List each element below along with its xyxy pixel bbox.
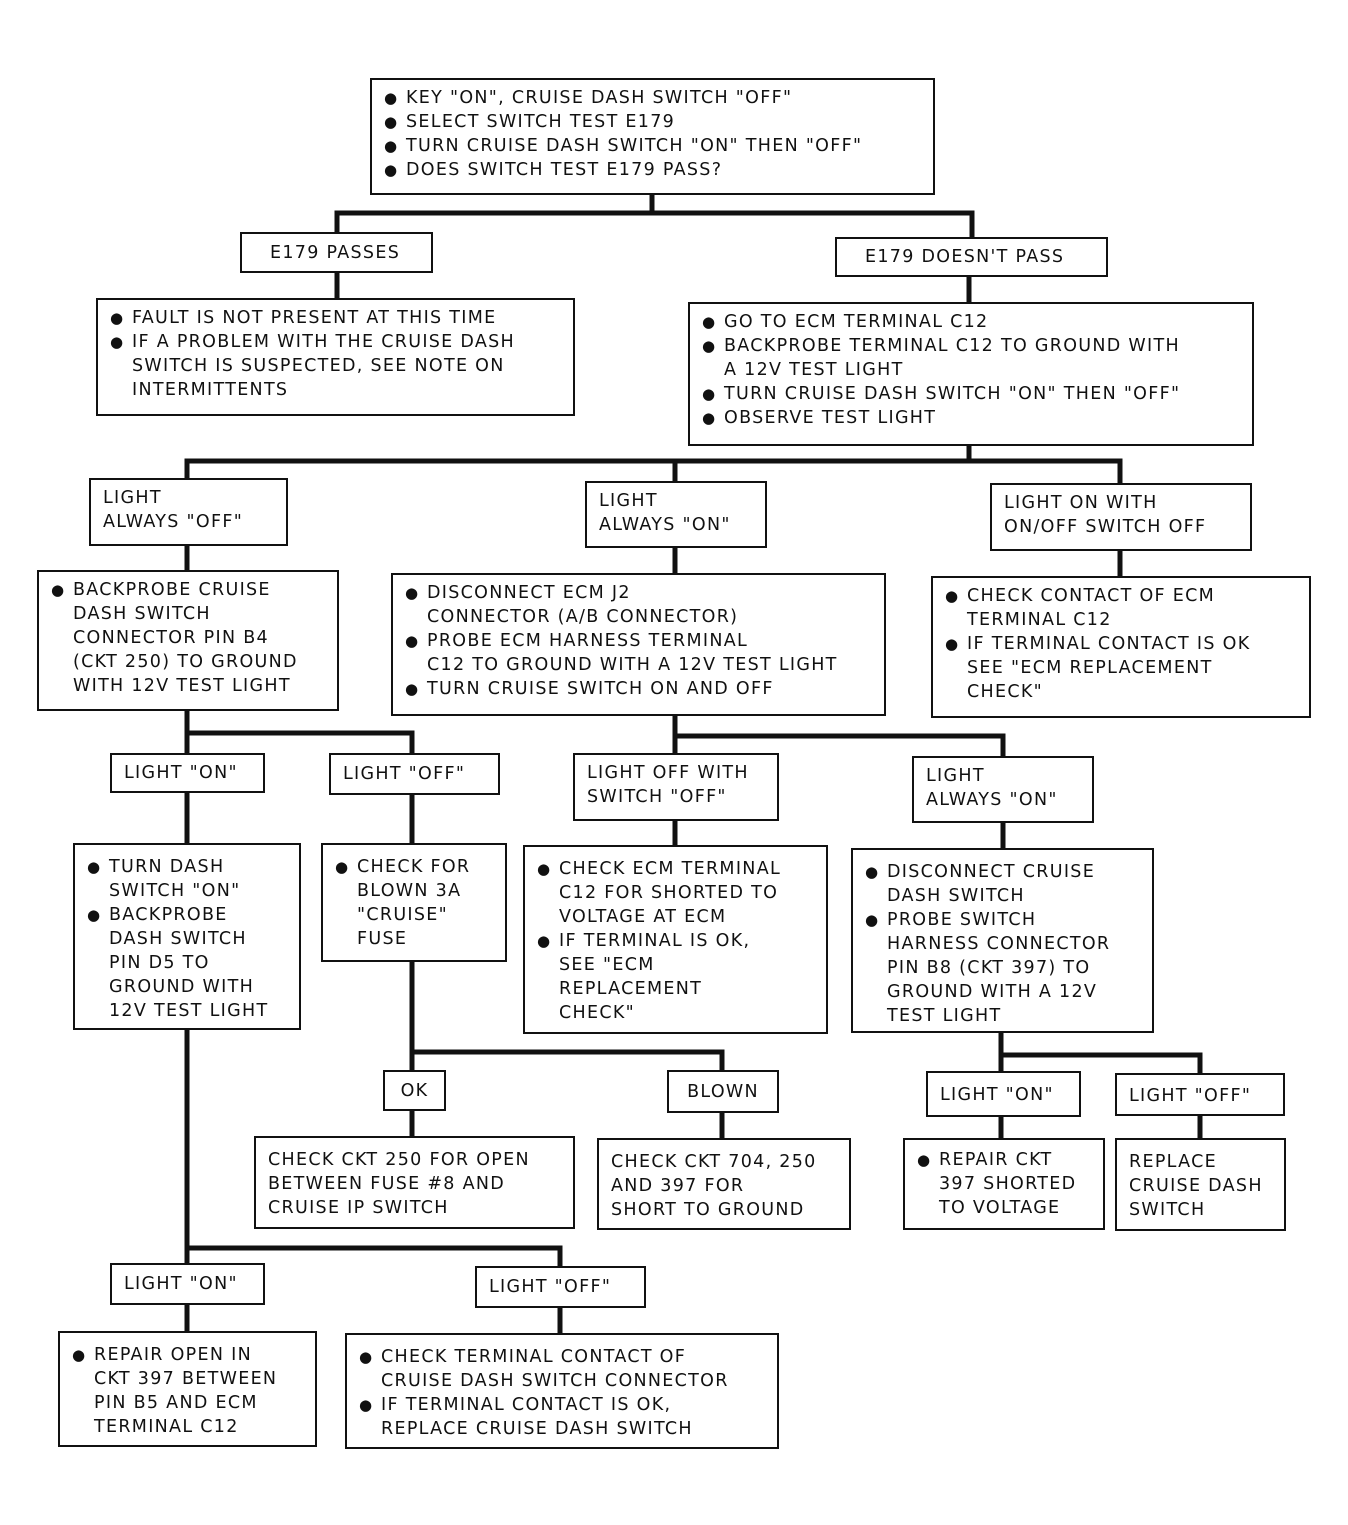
fault-not-present-box: FAULT IS NOT PRESENT AT THIS TIME IF A P… xyxy=(96,298,575,416)
check-terminal-contact-list: CHECK TERMINAL CONTACT OF CRUISE DASH SW… xyxy=(359,1345,767,1441)
go-to-ecm-list: GO TO ECM TERMINAL C12 BACKPROBE TERMINA… xyxy=(702,310,1242,430)
branch-label-text: E179 PASSES xyxy=(270,243,401,263)
branch-label-text: LIGHT "OFF" xyxy=(489,1277,612,1297)
disconnect-dash-switch-box: DISCONNECT CRUISE DASH SWITCH PROBE SWIT… xyxy=(851,848,1154,1033)
turn-dash-switch-box: TURN DASH SWITCH "ON" BACKPROBE DASH SWI… xyxy=(73,843,301,1030)
branch-label-text: OK xyxy=(400,1081,429,1101)
list-item: SELECT SWITCH TEST E179 xyxy=(384,110,923,134)
branch-label-text: LIGHT "ON" xyxy=(940,1085,1054,1105)
disconnect-j2-list: DISCONNECT ECM J2 CONNECTOR (A/B CONNECT… xyxy=(405,581,874,701)
light-always-on-2-label: LIGHT ALWAYS "ON" xyxy=(912,756,1094,823)
list-item: TURN CRUISE SWITCH ON AND OFF xyxy=(405,677,874,701)
repair-open-397-list: REPAIR OPEN IN CKT 397 BETWEEN PIN B5 AN… xyxy=(72,1343,305,1439)
branch-label-text: E179 DOESN'T PASS xyxy=(865,247,1065,267)
check-contact-c12-list: CHECK CONTACT OF ECM TERMINAL C12 IF TER… xyxy=(945,584,1299,704)
b8-light-on-label: LIGHT "ON" xyxy=(926,1071,1081,1117)
backprobe-b4-box: BACKPROBE CRUISE DASH SWITCH CONNECTOR P… xyxy=(37,570,339,711)
list-item: CHECK CONTACT OF ECM TERMINAL C12 xyxy=(945,584,1299,632)
list-item: TURN CRUISE DASH SWITCH "ON" THEN "OFF" xyxy=(384,134,923,158)
light-off-switch-off-label: LIGHT OFF WITH SWITCH "OFF" xyxy=(573,753,779,821)
list-item: REPAIR CKT 397 SHORTED TO VOLTAGE xyxy=(917,1148,1093,1220)
check-ckt-250-box: CHECK CKT 250 FOR OPEN BETWEEN FUSE #8 A… xyxy=(254,1136,575,1229)
e179-doesnt-pass-label: E179 DOESN'T PASS xyxy=(835,237,1108,277)
fuse-ok-label: OK xyxy=(383,1070,446,1111)
d5-light-off-label: LIGHT "OFF" xyxy=(475,1266,646,1308)
list-item: IF TERMINAL IS OK, SEE "ECM REPLACEMENT … xyxy=(537,929,816,1025)
replace-dash-switch-box: REPLACE CRUISE DASH SWITCH xyxy=(1115,1138,1286,1231)
branch-label-text: LIGHT ALWAYS "OFF" xyxy=(103,488,244,532)
branch-label-text: LIGHT OFF WITH SWITCH "OFF" xyxy=(587,763,749,807)
list-item: TURN DASH SWITCH "ON" xyxy=(87,855,289,903)
start-step-box: KEY "ON", CRUISE DASH SWITCH "OFF" SELEC… xyxy=(370,78,935,195)
check-contact-c12-box: CHECK CONTACT OF ECM TERMINAL C12 IF TER… xyxy=(931,576,1311,718)
b4-light-off-label: LIGHT "OFF" xyxy=(329,753,500,795)
check-terminal-contact-box: CHECK TERMINAL CONTACT OF CRUISE DASH SW… xyxy=(345,1333,779,1449)
list-item: CHECK ECM TERMINAL C12 FOR SHORTED TO VO… xyxy=(537,857,816,929)
fuse-blown-label: BLOWN xyxy=(667,1070,779,1113)
start-step-list: KEY "ON", CRUISE DASH SWITCH "OFF" SELEC… xyxy=(384,86,923,182)
check-fuse-list: CHECK FOR BLOWN 3A "CRUISE" FUSE xyxy=(335,855,495,951)
branch-label-text: LIGHT "OFF" xyxy=(343,764,466,784)
check-fuse-box: CHECK FOR BLOWN 3A "CRUISE" FUSE xyxy=(321,843,507,962)
branch-label-text: LIGHT ALWAYS "ON" xyxy=(599,491,731,535)
light-on-switch-off-label: LIGHT ON WITH ON/OFF SWITCH OFF xyxy=(990,483,1252,551)
e179-passes-label: E179 PASSES xyxy=(240,232,433,273)
list-item: TURN CRUISE DASH SWITCH "ON" THEN "OFF" xyxy=(702,382,1242,406)
list-item: KEY "ON", CRUISE DASH SWITCH "OFF" xyxy=(384,86,923,110)
b8-light-off-label: LIGHT "OFF" xyxy=(1115,1073,1285,1116)
backprobe-b4-list: BACKPROBE CRUISE DASH SWITCH CONNECTOR P… xyxy=(51,578,327,698)
list-item: FAULT IS NOT PRESENT AT THIS TIME xyxy=(110,306,563,330)
list-item: CHECK TERMINAL CONTACT OF CRUISE DASH SW… xyxy=(359,1345,767,1393)
list-item: IF TERMINAL CONTACT IS OK, REPLACE CRUIS… xyxy=(359,1393,767,1441)
d5-light-on-label: LIGHT "ON" xyxy=(110,1263,265,1305)
list-item: IF TERMINAL CONTACT IS OK SEE "ECM REPLA… xyxy=(945,632,1299,704)
repair-open-397-box: REPAIR OPEN IN CKT 397 BETWEEN PIN B5 AN… xyxy=(58,1331,317,1447)
repair-397-shorted-box: REPAIR CKT 397 SHORTED TO VOLTAGE xyxy=(903,1138,1105,1230)
turn-dash-switch-list: TURN DASH SWITCH "ON" BACKPROBE DASH SWI… xyxy=(87,855,289,1023)
disconnect-dash-switch-list: DISCONNECT CRUISE DASH SWITCH PROBE SWIT… xyxy=(865,860,1142,1028)
branch-label-text: LIGHT "ON" xyxy=(124,763,238,783)
list-item: BACKPROBE DASH SWITCH PIN D5 TO GROUND W… xyxy=(87,903,289,1023)
check-ecm-shorted-box: CHECK ECM TERMINAL C12 FOR SHORTED TO VO… xyxy=(523,845,828,1034)
list-item: OBSERVE TEST LIGHT xyxy=(702,406,1242,430)
repair-397-shorted-list: REPAIR CKT 397 SHORTED TO VOLTAGE xyxy=(917,1148,1093,1220)
check-ckt-704-box: CHECK CKT 704, 250 AND 397 FOR SHORT TO … xyxy=(597,1138,851,1230)
branch-label-text: BLOWN xyxy=(687,1082,759,1102)
light-always-on-label: LIGHT ALWAYS "ON" xyxy=(585,481,767,548)
list-item: BACKPROBE CRUISE DASH SWITCH CONNECTOR P… xyxy=(51,578,327,698)
check-ecm-shorted-list: CHECK ECM TERMINAL C12 FOR SHORTED TO VO… xyxy=(537,857,816,1025)
step-text: CHECK CKT 250 FOR OPEN BETWEEN FUSE #8 A… xyxy=(268,1150,530,1218)
list-item: CHECK FOR BLOWN 3A "CRUISE" FUSE xyxy=(335,855,495,951)
step-text: CHECK CKT 704, 250 AND 397 FOR SHORT TO … xyxy=(611,1152,817,1220)
light-always-off-label: LIGHT ALWAYS "OFF" xyxy=(89,478,288,546)
branch-label-text: LIGHT "OFF" xyxy=(1129,1086,1252,1106)
branch-label-text: LIGHT ON WITH ON/OFF SWITCH OFF xyxy=(1004,493,1207,537)
branch-label-text: LIGHT ALWAYS "ON" xyxy=(926,766,1058,810)
go-to-ecm-box: GO TO ECM TERMINAL C12 BACKPROBE TERMINA… xyxy=(688,302,1254,446)
branch-label-text: LIGHT "ON" xyxy=(124,1274,238,1294)
list-item: REPAIR OPEN IN CKT 397 BETWEEN PIN B5 AN… xyxy=(72,1343,305,1439)
fault-not-present-list: FAULT IS NOT PRESENT AT THIS TIME IF A P… xyxy=(110,306,563,402)
list-item: PROBE ECM HARNESS TERMINAL C12 TO GROUND… xyxy=(405,629,874,677)
list-item: BACKPROBE TERMINAL C12 TO GROUND WITH A … xyxy=(702,334,1242,382)
list-item: DISCONNECT CRUISE DASH SWITCH xyxy=(865,860,1142,908)
b4-light-on-label: LIGHT "ON" xyxy=(110,753,265,793)
disconnect-j2-box: DISCONNECT ECM J2 CONNECTOR (A/B CONNECT… xyxy=(391,573,886,716)
list-item: PROBE SWITCH HARNESS CONNECTOR PIN B8 (C… xyxy=(865,908,1142,1028)
list-item: GO TO ECM TERMINAL C12 xyxy=(702,310,1242,334)
list-item: DISCONNECT ECM J2 CONNECTOR (A/B CONNECT… xyxy=(405,581,874,629)
list-item: DOES SWITCH TEST E179 PASS? xyxy=(384,158,923,182)
step-text: REPLACE CRUISE DASH SWITCH xyxy=(1129,1152,1263,1220)
list-item: IF A PROBLEM WITH THE CRUISE DASH SWITCH… xyxy=(110,330,563,402)
